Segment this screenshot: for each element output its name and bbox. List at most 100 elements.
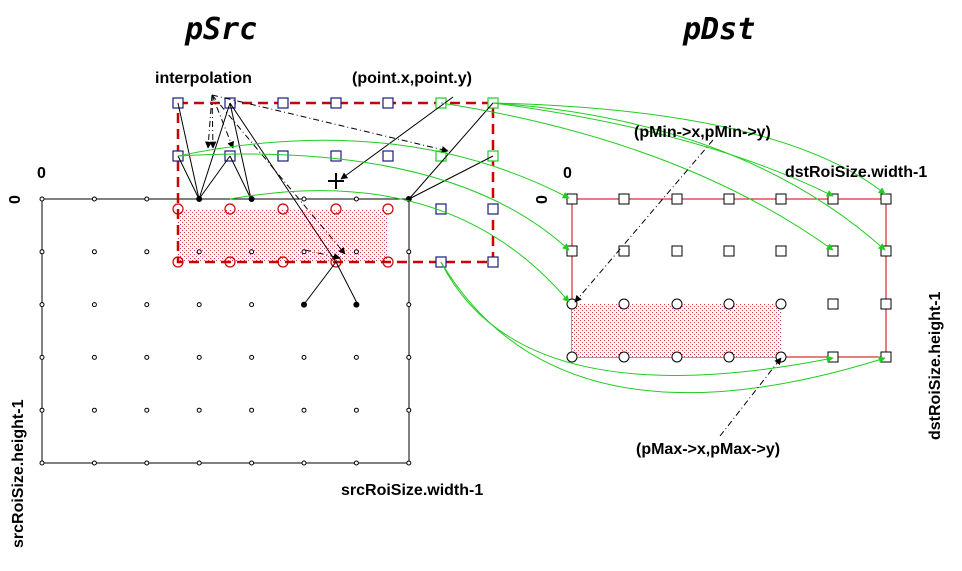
dst-square-marker [566,193,578,205]
src-grid-point [196,407,202,413]
src-grid-point [144,302,150,308]
dst-circle-marker [775,351,787,363]
src-grid-point [406,302,412,308]
src-grid-point [249,354,255,360]
src-grid-point [301,301,307,308]
dst-square-marker [880,298,892,310]
dst-square-marker [827,298,839,310]
quad-circle-marker [382,256,394,268]
src-grid-point [301,249,307,255]
quad-circle-marker [277,203,289,215]
dst-square-marker [671,245,683,257]
src-grid-point [301,460,307,466]
dst-circle-marker [671,351,683,363]
interpolation-arrows [204,94,449,261]
src-grid-point [144,354,150,360]
src-grid-point [301,354,307,360]
pmax-arrow [719,357,782,437]
quad-square-marker [330,97,342,109]
src-grid-point [353,354,359,360]
src-zero-y: 0 [7,195,24,204]
dst-square-marker [827,351,839,363]
src-grid-point [144,196,150,202]
dst-height-label: dstRoiSize.height-1 [927,291,944,440]
src-grid-point [353,460,359,466]
src-grid-points [39,196,412,466]
src-grid-point [91,354,97,360]
src-grid-point [249,460,255,466]
dst-width-label: dstRoiSize.width-1 [785,164,927,181]
src-height-label: srcRoiSize.height-1 [10,399,27,548]
src-grid-point [249,302,255,308]
pmin-label: (pMin->x,pMin->y) [634,124,771,141]
src-grid-point [406,249,412,255]
dst-title: pDst [682,12,755,47]
quad-square-marker [277,150,289,162]
src-grid-point [196,249,202,255]
src-grid-point [406,460,412,466]
src-grid-point [196,302,202,308]
dst-circle-marker [723,298,735,310]
src-grid-point [39,460,45,466]
src-grid-point [353,407,359,413]
interpolation-label: interpolation [155,70,252,87]
dst-circle-marker [618,298,630,310]
point-arrow [340,96,454,180]
dst-circle-marker [566,351,578,363]
src-roi-rect [41,198,410,464]
src-grid-point [406,354,412,360]
dst-square-marker [618,245,630,257]
dst-circle-marker [566,298,578,310]
dst-circle-marker [723,351,735,363]
quad-circle-marker [172,256,184,268]
dst-square-marker [671,193,683,205]
src-grid-point [91,249,97,255]
quad-square-marker [382,97,394,109]
src-grid-point [39,354,45,360]
quad-square-marker [330,150,342,162]
src-width-label: srcRoiSize.width-1 [341,482,483,499]
point-label: (point.x,point.y) [352,70,472,87]
dst-square-marker [880,245,892,257]
src-shaded-region [178,209,388,262]
src-grid-point [196,354,202,360]
quad-circle-marker [277,256,289,268]
quad-circle-marker [224,203,236,215]
dst-zero-x: 0 [563,165,572,182]
dst-circle-marker [775,298,787,310]
src-grid-point [39,249,45,255]
src-grid-point [39,302,45,308]
dst-square-marker [723,245,735,257]
dst-shaded-region [572,304,781,357]
src-grid-point [39,407,45,413]
dst-square-marker [618,193,630,205]
dst-circle-marker [618,351,630,363]
src-grid-point [91,460,97,466]
src-grid-point [144,407,150,413]
pmax-label: (pMax->x,pMax->y) [636,441,780,458]
pmin-arrow [574,139,714,303]
src-grid-point [144,460,150,466]
src-grid-point [301,196,307,202]
quad-circle-marker [172,203,184,215]
quad-square-marker [487,203,499,215]
src-grid-point [144,249,150,255]
src-grid-point [301,407,307,413]
quad-square-marker [277,97,289,109]
src-grid-point [91,196,97,202]
src-grid-point [353,196,359,202]
quad-square-marker [382,150,394,162]
dst-square-marker [775,193,787,205]
quad-circle-marker [330,203,342,215]
interpolation-lines [177,102,494,304]
dst-square-marker [880,351,892,363]
dst-square-marker [880,193,892,205]
src-title: pSrc [184,12,257,47]
dst-square-marker [566,245,578,257]
src-zero-x: 0 [37,165,46,182]
dst-square-marker [775,245,787,257]
dst-square-marker [723,193,735,205]
point-cross-icon [328,173,344,189]
src-grid-point [91,302,97,308]
